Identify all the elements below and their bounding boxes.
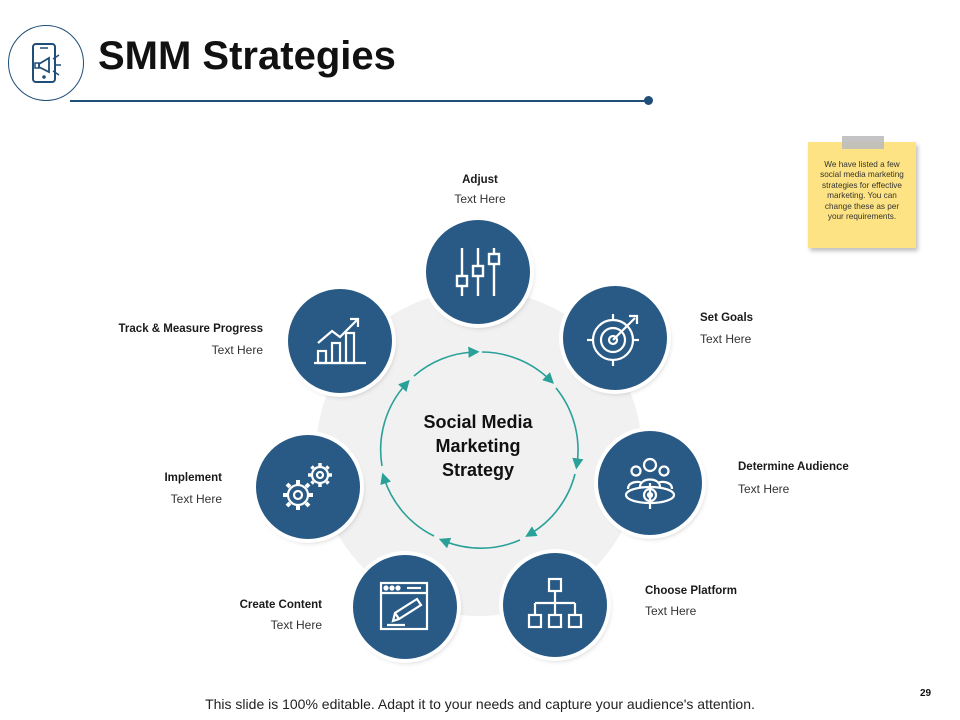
step-text-set-goals: Text Here bbox=[700, 332, 752, 346]
step-node-adjust bbox=[426, 220, 530, 324]
title-underline bbox=[70, 100, 648, 102]
step-label-determine-audience: Determine Audience bbox=[738, 461, 849, 473]
center-title: Social Media Marketing Strategy bbox=[398, 410, 558, 482]
step-label-implement: Implement bbox=[164, 472, 222, 484]
step-node-set-goals bbox=[563, 286, 667, 390]
gears-icon bbox=[283, 463, 332, 510]
step-node-implement bbox=[256, 435, 360, 539]
footer-text: This slide is 100% editable. Adapt it to… bbox=[205, 696, 755, 712]
growth-chart-icon bbox=[314, 317, 366, 365]
step-node-create-content bbox=[353, 555, 457, 659]
center-title-line-1: Social Media bbox=[423, 412, 533, 432]
sticky-note-tape bbox=[842, 136, 884, 149]
hierarchy-icon bbox=[527, 577, 583, 629]
step-label-set-goals: Set Goals bbox=[700, 312, 754, 324]
step-label-adjust: Adjust bbox=[462, 174, 498, 186]
smartphone-megaphone-icon bbox=[32, 43, 61, 83]
edit-document-icon bbox=[379, 581, 429, 631]
step-text-implement: Text Here bbox=[170, 492, 222, 506]
step-text-adjust: Text Here bbox=[454, 192, 506, 206]
step-text-create-content: Text Here bbox=[270, 618, 322, 632]
sliders-icon bbox=[455, 248, 501, 296]
step-label-track-measure: Track & Measure Progress bbox=[118, 323, 263, 335]
sticky-note: We have listed a few social media market… bbox=[808, 142, 916, 248]
step-label-choose-platform: Choose Platform bbox=[645, 585, 738, 597]
page-title: SMM Strategies bbox=[98, 34, 396, 78]
cycle-arrows bbox=[379, 346, 584, 549]
audience-target-icon bbox=[624, 457, 676, 509]
title-underline-dot bbox=[644, 96, 653, 105]
target-icon bbox=[587, 314, 639, 366]
header-icon-circle bbox=[8, 25, 84, 101]
step-text-track-measure: Text Here bbox=[211, 343, 263, 357]
step-text-choose-platform: Text Here bbox=[645, 604, 697, 618]
center-title-line-3: Strategy bbox=[441, 460, 515, 480]
page-number: 29 bbox=[920, 688, 932, 699]
step-node-determine-audience bbox=[598, 431, 702, 535]
center-title-line-2: Marketing bbox=[435, 436, 521, 456]
step-text-determine-audience: Text Here bbox=[738, 482, 790, 496]
step-label-create-content: Create Content bbox=[239, 599, 322, 611]
step-node-track-measure bbox=[288, 289, 392, 393]
step-node-choose-platform bbox=[503, 553, 607, 657]
